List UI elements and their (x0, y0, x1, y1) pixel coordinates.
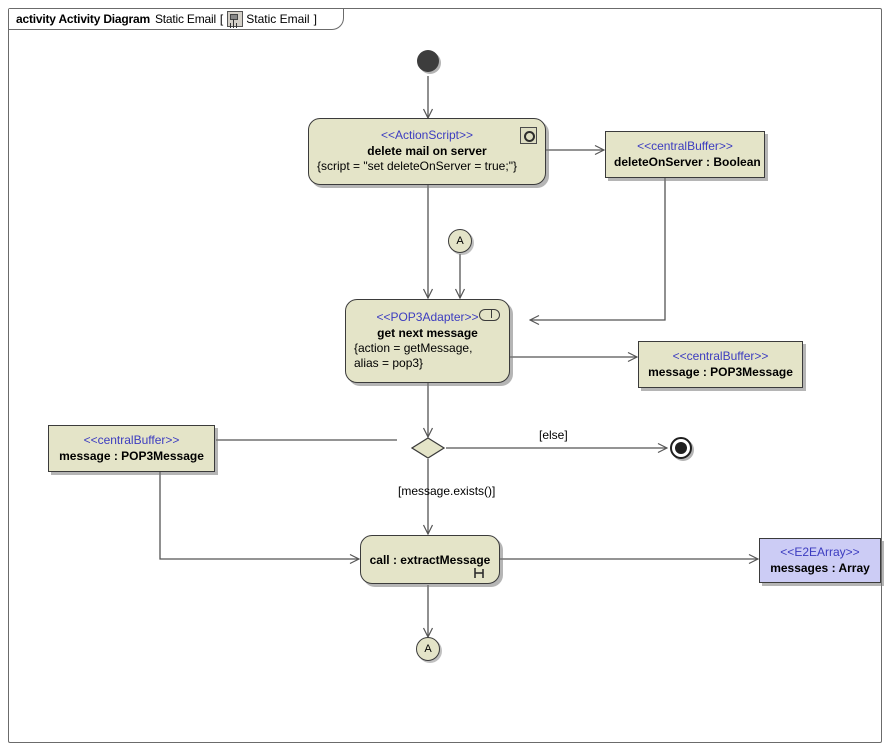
node-title: delete mail on server (367, 144, 487, 158)
node-title: message : POP3Message (59, 448, 204, 463)
guard-label-else: [else] (539, 428, 568, 442)
stereotype-label: <<centralBuffer>> (637, 138, 733, 153)
rake-icon (474, 568, 484, 578)
activity-final-node[interactable] (670, 437, 692, 459)
frame-bracket-open: [ (219, 12, 224, 26)
object-node-message-right[interactable]: <<centralBuffer>> message : POP3Message (638, 341, 803, 388)
node-title: message : POP3Message (648, 364, 793, 379)
frame-name: Static Email (154, 12, 216, 26)
action-get-next-message[interactable]: <<POP3Adapter>> get next message {action… (345, 299, 510, 383)
action-call-extract-message[interactable]: call : extractMessage (360, 535, 500, 584)
node-properties: {script = "set deleteOnServer = true;"} (317, 159, 517, 173)
node-title: messages : Array (770, 560, 870, 575)
node-title: deleteOnServer : Boolean (614, 154, 761, 169)
guard-label-message-exists: [message.exists()] (398, 484, 496, 498)
diagram-frame-header: activity Activity Diagram Static Email [… (9, 9, 344, 30)
node-title: get next message (377, 326, 478, 340)
connector-label: A (424, 643, 432, 655)
initial-node[interactable] (417, 50, 439, 72)
connector-node-a-bottom[interactable]: A (416, 637, 440, 661)
stereotype-label: <<centralBuffer>> (672, 348, 769, 363)
adapter-pill-icon (479, 309, 500, 321)
object-node-message-left[interactable]: <<centralBuffer>> message : POP3Message (48, 425, 215, 472)
stereotype-label: <<E2EArray>> (780, 544, 860, 559)
stereotype-label: <<ActionScript>> (380, 128, 474, 142)
object-node-messages-array[interactable]: <<E2EArray>> messages : Array (759, 538, 881, 583)
object-node-delete-on-server[interactable]: <<centralBuffer>> deleteOnServer : Boole… (605, 131, 765, 178)
frame-keyword: activity Activity Diagram (16, 12, 150, 26)
node-properties-line2: alias = pop3} (354, 356, 424, 370)
frame-scope: Static Email (246, 12, 310, 26)
node-title: call : extractMessage (369, 553, 491, 567)
connector-label: A (456, 235, 464, 247)
connector-node-a-top[interactable]: A (448, 229, 472, 253)
stereotype-label: <<centralBuffer>> (83, 432, 180, 447)
stereotype-label: <<POP3Adapter>> (376, 310, 479, 324)
decision-node[interactable] (410, 437, 446, 459)
activity-diagram-icon (227, 11, 244, 27)
action-delete-mail-on-server[interactable]: <<ActionScript>> delete mail on server {… (308, 118, 546, 185)
script-icon (520, 127, 537, 144)
frame-bracket-close: ] (313, 12, 317, 26)
node-properties-line1: {action = getMessage, (354, 341, 473, 355)
